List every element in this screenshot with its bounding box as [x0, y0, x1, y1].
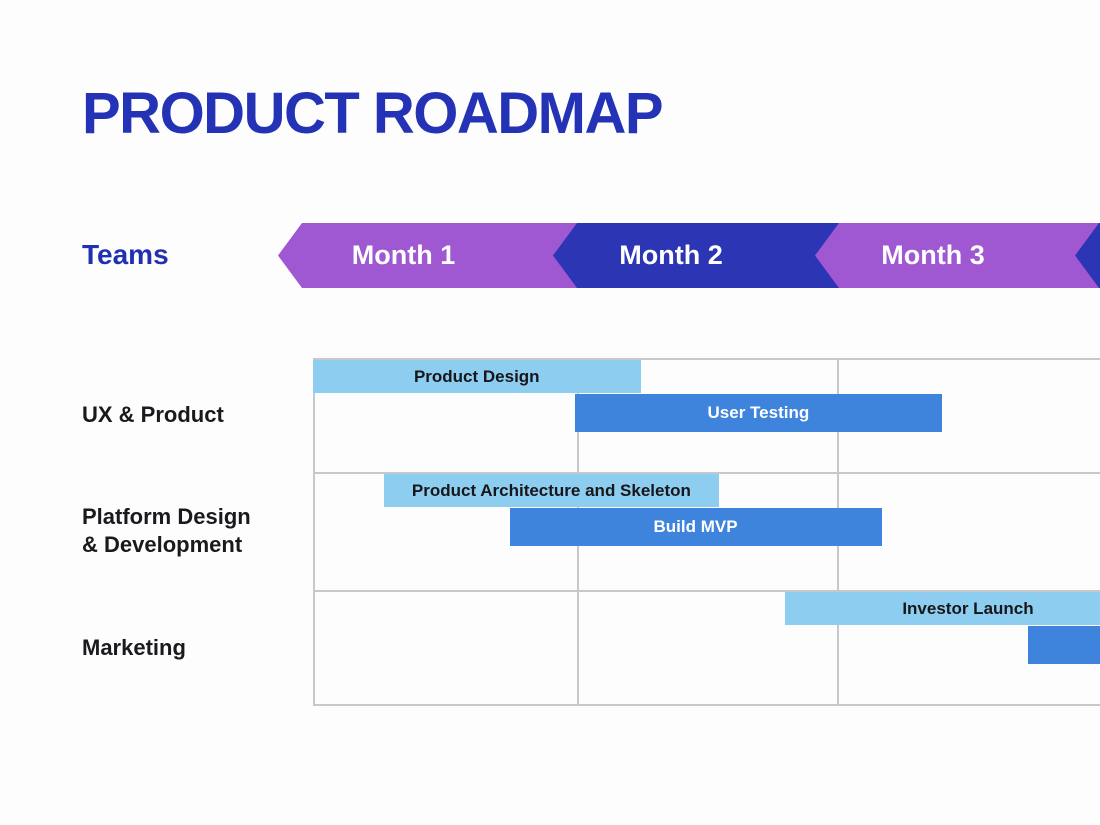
team-label-ux-product: UX & Product	[82, 402, 224, 427]
task-bar-label: Investor Launch	[902, 598, 1034, 618]
task-bar-product-design: Product Design	[313, 360, 641, 393]
page-title: PRODUCT ROADMAP	[82, 81, 664, 146]
task-bar-unlabeled-clipped	[1028, 626, 1100, 664]
task-bar-build-mvp: Build MVP	[509, 508, 882, 546]
timeline-chevron-month-1: Month 1	[278, 223, 601, 288]
task-bar-product-architecture-and-skeleton: Product Architecture and Skeleton	[383, 474, 720, 507]
grid-hline-row-1-2	[315, 472, 1100, 474]
timeline-chevron-month-2: Month 2	[553, 223, 861, 288]
timeline-chevron-month-3: Month 3	[815, 223, 1100, 288]
month-3-label: Month 3	[881, 240, 985, 270]
grid-hline-row-2-3	[315, 590, 1100, 592]
task-bar-user-testing: User Testing	[575, 394, 942, 432]
task-bar-label: Product Design	[413, 366, 540, 386]
month-2-label: Month 2	[619, 240, 723, 270]
task-bar-label: User Testing	[707, 403, 810, 422]
team-label-marketing: Marketing	[82, 635, 186, 660]
task-bar-label: Product Architecture and Skeleton	[411, 480, 691, 500]
task-bar-label: Build MVP	[653, 517, 738, 536]
teams-column-header: Teams	[82, 239, 169, 270]
task-bar-investor-launch: Investor Launch	[784, 592, 1100, 625]
team-label-platform-design-development: Platform Design & Development	[82, 504, 251, 557]
month-1-label: Month 1	[351, 240, 456, 270]
